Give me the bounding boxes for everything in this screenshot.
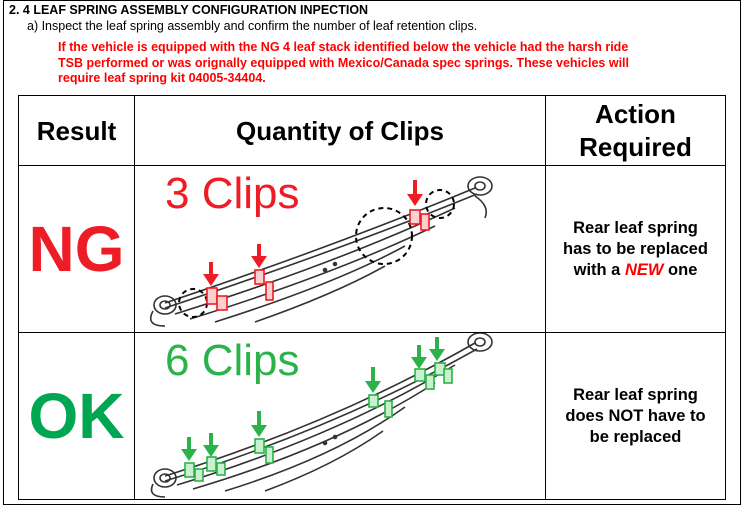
inspection-table: Result Quantity of Clips Action Required… [18,95,726,500]
ng-action-line2: has to be replaced [563,239,708,258]
result-ng-label: NG [28,213,125,285]
ok-action-line1: Rear leaf spring [573,385,698,404]
section-heading: 2. 4 LEAF SPRING ASSEMBLY CONFIGURATION … [9,3,369,17]
ng-action-line1: Rear leaf spring [573,218,698,237]
header-action: Action Required [545,95,726,166]
ng-action-cell: Rear leaf spring has to be replaced with… [545,165,726,333]
step-instruction: a) Inspect the leaf spring assembly and … [27,19,478,33]
ok-clips-cell: 6 Clips [134,332,546,500]
warning-note: If the vehicle is equipped with the NG 4… [58,40,629,85]
ok-action-line3: be replaced [589,427,682,446]
header-row: Result Quantity of Clips Action Required [18,95,726,166]
result-ok-label: OK [28,380,125,452]
ng-action-line3: with a NEW one [546,260,725,281]
header-result: Result [18,95,135,166]
result-ng-cell: NG [18,165,135,333]
leaf-spring-6-clips-icon [150,333,493,498]
ok-action-cell: Rear leaf spring does NOT have to be rep… [545,332,726,500]
ng-action-new: NEW [624,260,664,279]
ng-clips-count: 3 Clips [165,169,300,218]
result-ok-cell: OK [18,332,135,500]
table-row-ng: NG [18,165,726,333]
page-frame [3,0,741,505]
ng-action-line3-pre: with a [573,260,625,279]
header-quantity: Quantity of Clips [134,95,546,166]
ok-clips-count: 6 Clips [165,336,300,385]
ng-clips-cell: 3 Clips [134,165,546,333]
ng-action-line3-post: one [663,260,698,279]
table-row-ok: OK [18,332,726,500]
leaf-spring-3-clips-icon [149,176,493,327]
ok-action-line2: does NOT have to [565,406,706,425]
